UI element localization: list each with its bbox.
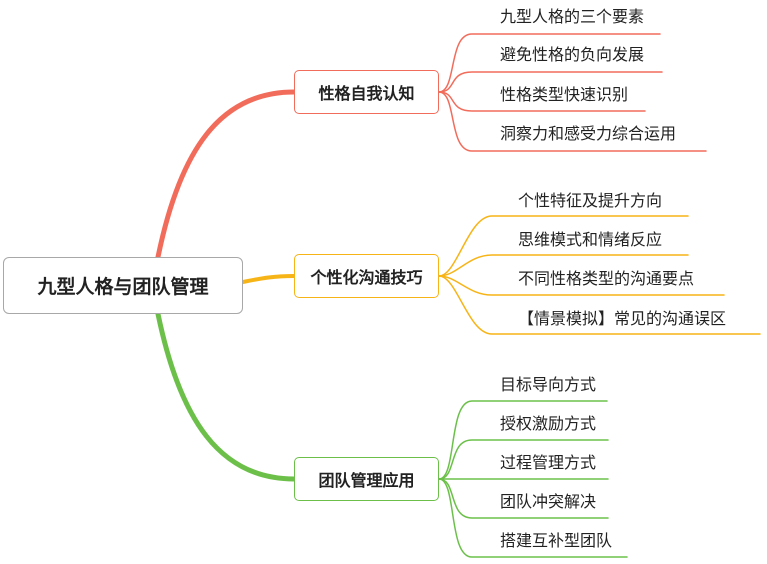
branch-label: 个性化沟通技巧 [310, 268, 423, 287]
leaf-connector [438, 91, 646, 112]
leaf-connector [438, 439, 609, 480]
branch-node-self-awareness: 性格自我认知 [294, 70, 439, 114]
leaf-connector [438, 478, 609, 519]
leaf-item: 搭建互补型团队 [500, 531, 613, 550]
leaf-item: 性格类型快速识别 [500, 85, 629, 104]
leaf-item: 不同性格类型的沟通要点 [518, 269, 695, 288]
leaf-item: 目标导向方式 [500, 375, 597, 394]
leaf-connector [438, 275, 761, 335]
leaf-connector [438, 400, 608, 480]
leaf-item: 洞察力和感受力综合运用 [500, 124, 677, 143]
leaf-connector [438, 215, 689, 277]
root-node: 九型人格与团队管理 [3, 257, 243, 314]
branch-node-team-management: 团队管理应用 [294, 457, 439, 501]
root-connector [155, 311, 297, 482]
leaf-item: 团队冲突解决 [500, 492, 597, 511]
leaf-item: 个性特征及提升方向 [518, 191, 663, 210]
leaf-connector [438, 71, 663, 93]
leaf-connector [438, 91, 707, 152]
leaf-connector [438, 275, 725, 296]
leaf-item: 【情景模拟】常见的沟通误区 [518, 309, 727, 328]
leaf-item: 避免性格的负向发展 [500, 45, 645, 64]
branch-label: 性格自我认知 [318, 84, 415, 103]
root-connector [241, 274, 296, 284]
root-connector [155, 89, 297, 260]
leaf-connector [438, 33, 661, 93]
leaf-item: 授权激励方式 [500, 414, 597, 433]
leaf-item: 思维模式和情绪反应 [518, 230, 663, 249]
leaf-item: 过程管理方式 [500, 453, 597, 472]
leaf-item: 九型人格的三个要素 [500, 7, 645, 26]
leaf-connector [438, 254, 689, 277]
branch-label: 团队管理应用 [318, 471, 415, 490]
leaf-connector [438, 478, 628, 558]
root-label: 九型人格与团队管理 [37, 276, 209, 298]
branch-node-communication: 个性化沟通技巧 [294, 254, 439, 298]
